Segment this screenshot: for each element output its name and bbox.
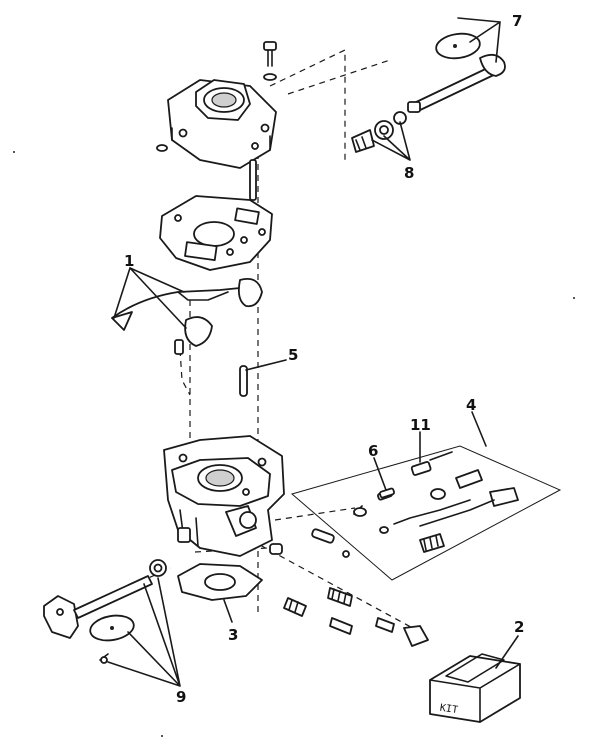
callout-7: 7 xyxy=(512,12,522,30)
callout-labels: 1 2 3 4 5 6 7 8 9 11 xyxy=(124,12,524,706)
throttle-shaft-assembly xyxy=(351,32,506,153)
float-assembly xyxy=(111,277,263,355)
gasket-kit-panel xyxy=(290,445,562,581)
kit-box: KIT xyxy=(429,653,521,723)
callout-4: 4 xyxy=(466,396,476,414)
guide-pin-upper xyxy=(249,159,257,201)
adjusting-screws xyxy=(269,528,429,647)
callout-2: 2 xyxy=(514,618,524,636)
top-screw xyxy=(263,41,277,81)
kit-box-label: KIT xyxy=(439,703,458,716)
needle-valve-parts xyxy=(379,451,453,499)
bowl-gasket xyxy=(177,563,263,601)
callout-1: 1 xyxy=(124,252,134,270)
callout-3: 3 xyxy=(228,626,238,644)
callout-5: 5 xyxy=(288,346,298,364)
callout-6: 6 xyxy=(368,442,378,460)
callout-11: 11 xyxy=(410,416,431,434)
throttle-body xyxy=(156,79,277,169)
gasket-plate xyxy=(159,195,273,271)
callout-8: 8 xyxy=(404,164,414,182)
needle-pin xyxy=(239,365,248,397)
leader-lines xyxy=(107,17,519,687)
callout-9: 9 xyxy=(176,688,186,706)
choke-shaft-assembly xyxy=(43,559,167,664)
scan-specks xyxy=(13,151,575,737)
carburetor-body xyxy=(163,435,285,557)
